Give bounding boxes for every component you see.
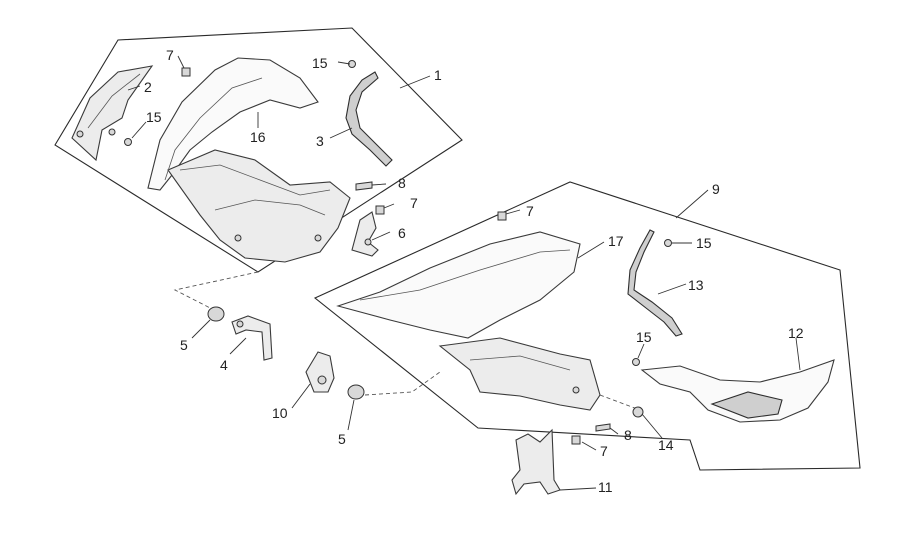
side-bracket-part-2 — [71, 65, 154, 162]
mount-bracket-part-10 — [305, 351, 335, 393]
lower-fairing-part-17 — [336, 231, 601, 411]
callout-8b: 8 — [624, 427, 632, 443]
alignment-line-left — [173, 271, 259, 313]
grommet-part-5-b — [347, 384, 365, 400]
clip-part-7-b — [375, 205, 385, 215]
callout-12: 12 — [788, 325, 804, 341]
bottom-stay-part-11 — [511, 428, 561, 496]
callout-7d: 7 — [600, 443, 608, 459]
hardware-items — [124, 60, 672, 445]
washer-part-14 — [632, 406, 644, 418]
callout-3: 3 — [316, 133, 324, 149]
callout-15a: 15 — [312, 55, 328, 71]
nut-part-15-d — [632, 358, 640, 366]
alignment-line-right — [599, 394, 641, 411]
callout-labels: 1 2 3 4 5 5 6 7 7 7 7 8 8 9 10 11 12 13 … — [144, 47, 804, 495]
callout-1: 1 — [434, 67, 442, 83]
callout-13: 13 — [688, 277, 704, 293]
screw-part-8-a — [355, 181, 373, 191]
callout-9: 9 — [712, 181, 720, 197]
lower-fairing-group-frame — [313, 181, 861, 471]
callout-7b: 7 — [410, 195, 418, 211]
upper-fairing-group-frame — [54, 27, 463, 273]
nut-part-15-b — [124, 138, 132, 146]
callout-15d: 15 — [636, 329, 652, 345]
callout-17: 17 — [608, 233, 624, 249]
lower-side-panel-part-12 — [640, 359, 835, 423]
upper-fairing-part-16 — [147, 57, 351, 263]
callout-7a: 7 — [166, 47, 174, 63]
callout-8a: 8 — [398, 175, 406, 191]
callout-16: 16 — [250, 129, 266, 145]
clip-part-7-d — [571, 435, 581, 445]
callout-5b: 5 — [338, 431, 346, 447]
callout-10: 10 — [272, 405, 288, 421]
callout-15b: 15 — [146, 109, 162, 125]
grommet-part-5-a — [207, 306, 225, 322]
callout-15c: 15 — [696, 235, 712, 251]
nut-part-15-c — [664, 239, 672, 247]
callout-2: 2 — [144, 79, 152, 95]
callout-7c: 7 — [526, 203, 534, 219]
clip-part-7-a — [181, 67, 191, 77]
curved-stay-part-13 — [627, 229, 683, 337]
support-rod-part-3 — [345, 71, 393, 167]
callout-5a: 5 — [180, 337, 188, 353]
screw-part-8-b — [595, 423, 611, 432]
bracket-part-6 — [351, 211, 379, 257]
l-bracket-part-4 — [231, 315, 273, 361]
leader-lines — [127, 55, 801, 491]
callout-14: 14 — [658, 437, 674, 453]
callout-6: 6 — [398, 225, 406, 241]
callout-11: 11 — [598, 479, 613, 495]
callout-4: 4 — [220, 357, 228, 373]
clip-part-7-c — [497, 211, 507, 221]
alignment-line-middle — [364, 371, 441, 396]
